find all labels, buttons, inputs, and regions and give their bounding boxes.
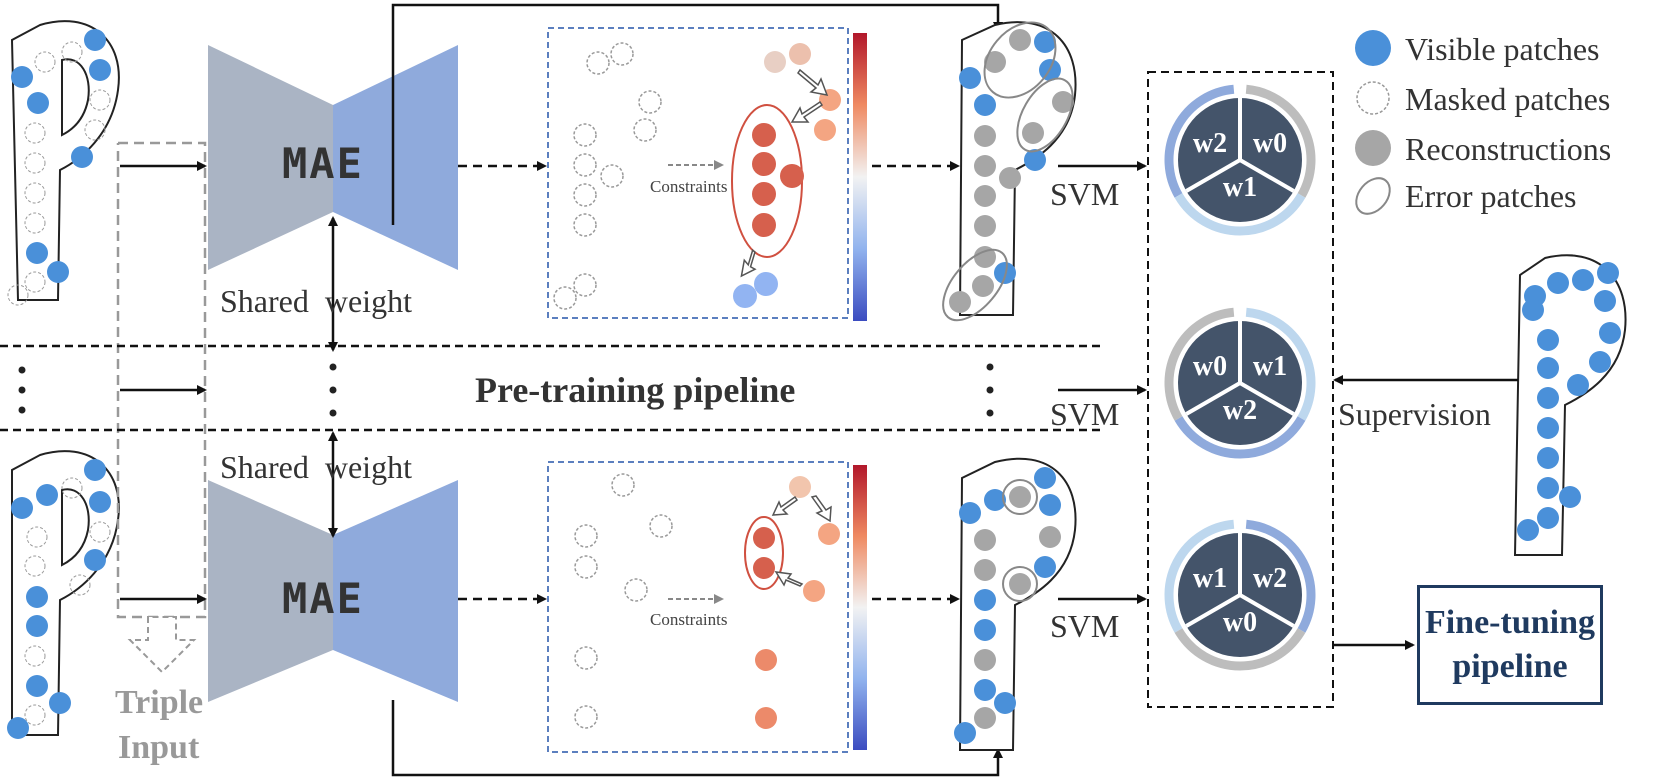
reconstruction-p-bottom [954, 457, 1077, 751]
mae-label-top: MAE [282, 139, 364, 188]
ensemble-box [1147, 71, 1334, 708]
wheel-divider [1239, 158, 1295, 193]
wheel-weight-label: w1 [1193, 563, 1227, 594]
colorbar-top [853, 33, 867, 321]
wheel-ring-arc [1245, 307, 1316, 421]
input-p-top [7, 20, 120, 306]
ellipsis-mae [329, 363, 337, 417]
pipeline-title: Pre-training pipeline [475, 370, 795, 410]
legend-visible-icon [1355, 30, 1391, 66]
ensemble-wheel-3: w1 w2 w0 [1164, 519, 1316, 671]
ellipsis-left [18, 366, 26, 414]
colorbar-bottom [853, 465, 867, 750]
loop-connectors [391, 3, 1003, 777]
triple-input-bracket [116, 141, 207, 619]
mae-encoder-top: MAE [208, 45, 458, 270]
wheel-divider [1185, 158, 1241, 193]
shared-weight-label-top: Shared weight [220, 283, 412, 319]
mae-label-bottom: MAE [282, 574, 364, 623]
wheel-divider [1239, 381, 1295, 416]
wheel-ring-arc [1174, 193, 1306, 236]
svm-label-bottom: SVM [1050, 608, 1119, 644]
wheel-ring-arc [1164, 307, 1235, 421]
wheel-weight-label: w0 [1193, 351, 1227, 382]
wheel-ring-arc [1245, 519, 1316, 633]
svm-label-top: SVM [1050, 176, 1119, 212]
wheel-ring-arc [1174, 628, 1306, 671]
triple-input-line2: Input [118, 729, 200, 766]
legend-reconstruction-icon [1355, 130, 1391, 166]
wheel-weight-label: w0 [1253, 128, 1287, 159]
wheel-ring-arc [1164, 519, 1235, 633]
legend-visible-label: Visible patches [1405, 31, 1599, 67]
supervision-p [1513, 254, 1627, 556]
wheel-ring-arc [1245, 84, 1316, 198]
svm-label-middle: SVM [1050, 396, 1119, 432]
legend-error-icon [1355, 177, 1391, 215]
triple-input-arrow [127, 616, 197, 674]
constraints-label-top: Constraints [650, 177, 727, 196]
legend-masked-label: Masked patches [1405, 81, 1610, 117]
ensemble-wheel-1: w2 w0 w1 [1164, 84, 1316, 236]
wheel-divider [1185, 593, 1241, 628]
ellipsis-right [986, 363, 994, 417]
wheel-weight-label: w0 [1223, 607, 1257, 638]
ensemble-wheels: w2 w0 w1 w0 w1 w2 w1 w2 w0 [1164, 84, 1316, 671]
wheel-weight-label: w1 [1223, 172, 1257, 203]
reconstruction-p-top [942, 21, 1077, 322]
constraints-label-bottom: Constraints [650, 610, 727, 629]
legend-masked-icon [1356, 81, 1390, 115]
wheel-ring-arc [1164, 84, 1235, 198]
wheel-divider [1239, 593, 1295, 628]
legend-reconstruction-label: Reconstructions [1405, 131, 1611, 167]
latent-panel-bottom: Constraints [547, 461, 867, 753]
shared-weight-label-bottom: Shared weight [220, 449, 412, 485]
mae-encoder-bottom: MAE [208, 480, 458, 702]
input-arrows [120, 161, 207, 604]
finetune-label: Fine-tuning pipeline [1424, 603, 1596, 685]
svm-arrows [1058, 161, 1147, 604]
reconstruct-arrows [872, 161, 960, 604]
wheel-divider [1185, 381, 1241, 416]
wheel-weight-label: w2 [1253, 563, 1287, 594]
legend: Visible patches Masked patches Reconstru… [1355, 30, 1611, 215]
wheel-weight-label: w2 [1193, 128, 1227, 159]
pipeline-separators [0, 344, 1100, 432]
wheel-weight-label: w2 [1223, 395, 1257, 426]
ensemble-wheel-2: w0 w1 w2 [1164, 307, 1316, 459]
legend-error-label: Error patches [1405, 178, 1576, 214]
latent-panel-top: Constraints [547, 27, 867, 321]
triple-input-line1: Triple [115, 684, 203, 721]
supervision-label: Supervision [1338, 396, 1491, 432]
input-p-bottom [7, 450, 120, 739]
finetune-box: Fine-tuning pipeline [1417, 585, 1603, 705]
wheel-weight-label: w1 [1253, 351, 1287, 382]
wheel-ring-arc [1174, 416, 1306, 459]
